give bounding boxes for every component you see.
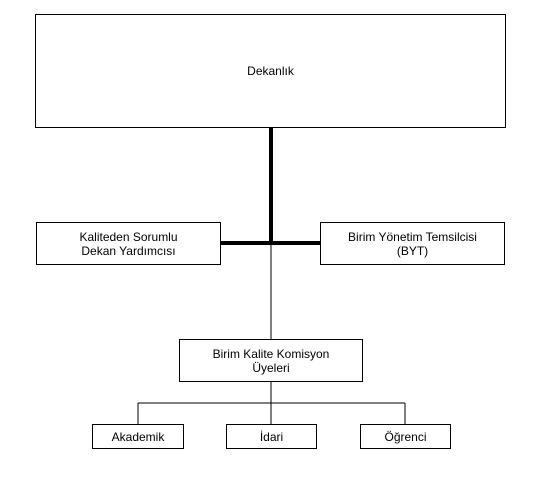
node-dekanlik-label: Dekanlık <box>247 64 294 78</box>
node-komisyon-label-line-1: Birim Kalite Komisyon <box>212 346 330 361</box>
node-idari-label: İdari <box>259 429 284 444</box>
node-komisyon-label-line-2: Üyeleri <box>252 360 290 375</box>
node-byt-label-line-2: (BYT) <box>396 243 429 258</box>
node-kalite-label-line-2: Dekan Yardımcısı <box>81 243 176 258</box>
node-akademik-label: Akademik <box>111 429 165 444</box>
node-ogrenci-label: Öğrenci <box>384 429 427 444</box>
node-dekanlik: Dekanlık <box>35 14 506 128</box>
node-idari: İdari <box>226 424 317 449</box>
node-byt-label-line-1: Birim Yönetim Temsilcisi <box>348 229 477 244</box>
node-kalite-label-line-1: Kaliteden Sorumlu <box>79 229 178 244</box>
node-birim-kalite-komisyon-uyeleri: Birim Kalite Komisyon Üyeleri <box>179 339 363 382</box>
node-kaliteden-sorumlu-dekan-yardimcisi: Kaliteden Sorumlu Dekan Yardımcısı <box>36 222 221 265</box>
node-birim-yonetim-temsilcisi: Birim Yönetim Temsilcisi (BYT) <box>320 222 505 265</box>
node-akademik: Akademik <box>92 424 184 449</box>
node-ogrenci: Öğrenci <box>360 424 451 449</box>
